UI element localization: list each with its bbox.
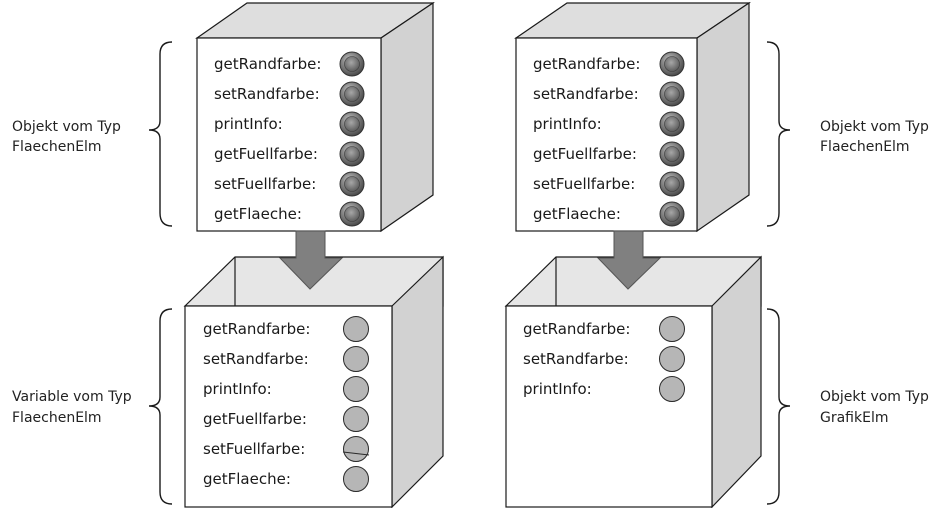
method-slot-icon <box>659 316 685 342</box>
method-label: setRandfarbe: <box>203 350 309 368</box>
top-right-box: getRandfarbe: setRandfarbe: printInfo: getF… <box>514 1 751 233</box>
brace-top-left <box>148 41 173 227</box>
top-left-box: getRandfarbe: setRandfarbe: printInfo: getF… <box>195 1 435 233</box>
top-left-method-row: setRandfarbe: <box>214 81 365 107</box>
top-right-method-row: getFlaeche: <box>533 201 685 227</box>
top-left-method-row: getRandfarbe: <box>214 51 365 77</box>
label-top-left-line2: FlaechenElm <box>12 139 102 155</box>
method-label: getFlaeche: <box>214 205 302 223</box>
bottom-left-method-row: setFuellfarbe: <box>203 436 369 462</box>
method-label: printInfo: <box>533 115 602 133</box>
top-left-method-row: setFuellfarbe: <box>214 171 365 197</box>
method-slot-icon <box>343 316 369 342</box>
bottom-left-method-row: getFlaeche: <box>203 466 369 492</box>
method-label: setFuellfarbe: <box>203 440 305 458</box>
method-button-center <box>664 146 680 162</box>
method-slot-icon <box>343 376 369 402</box>
label-bottom-right-line2: GrafikElm <box>820 410 888 426</box>
top-right-side-face <box>696 1 750 233</box>
method-button-center <box>664 176 680 192</box>
method-slot-icon <box>343 406 369 432</box>
method-label: getFlaeche: <box>533 205 621 223</box>
method-slot-icon <box>343 466 369 492</box>
top-left-method-row: printInfo: <box>214 111 365 137</box>
method-label: getRandfarbe: <box>203 320 310 338</box>
method-label: printInfo: <box>214 115 283 133</box>
method-slot-icon <box>343 436 369 462</box>
method-label: getFuellfarbe: <box>214 145 318 163</box>
bottom-right-box: getRandfarbe: setRandfarbe: printInfo: <box>504 255 762 508</box>
top-left-method-row: getFlaeche: <box>214 201 365 227</box>
method-label: getFlaeche: <box>203 470 291 488</box>
top-right-method-row: getFuellfarbe: <box>533 141 685 167</box>
label-bottom-left-line2: FlaechenElm <box>12 410 102 426</box>
method-label: getRandfarbe: <box>533 55 640 73</box>
method-label: setRandfarbe: <box>533 85 639 103</box>
method-slot-icon <box>343 346 369 372</box>
brace-bottom-right <box>766 308 791 505</box>
method-label: getRandfarbe: <box>523 320 630 338</box>
method-button-center <box>664 206 680 222</box>
left-assignment-arrow <box>278 230 344 290</box>
method-button-center <box>344 86 360 102</box>
top-right-method-row: printInfo: <box>533 111 685 137</box>
method-button-center <box>344 146 360 162</box>
bottom-left-box: getRandfarbe: setRandfarbe: printInfo: getF… <box>183 255 444 508</box>
method-label: setRandfarbe: <box>214 85 320 103</box>
label-top-right-line1: Objekt vom Typ <box>820 119 929 135</box>
top-left-method-row: getFuellfarbe: <box>214 141 365 167</box>
bottom-right-method-row: printInfo: <box>523 376 685 402</box>
bottom-right-method-row: setRandfarbe: <box>523 346 685 372</box>
top-right-method-row: getRandfarbe: <box>533 51 685 77</box>
method-label: printInfo: <box>203 380 272 398</box>
top-right-method-row: setRandfarbe: <box>533 81 685 107</box>
method-label: getFuellfarbe: <box>533 145 637 163</box>
method-label: getFuellfarbe: <box>203 410 307 428</box>
method-button-center <box>344 206 360 222</box>
label-top-left-line1: Objekt vom Typ <box>12 119 121 135</box>
method-label: setFuellfarbe: <box>214 175 316 193</box>
brace-bottom-left <box>148 308 173 505</box>
method-button-center <box>344 56 360 72</box>
bottom-left-method-row: printInfo: <box>203 376 369 402</box>
top-right-method-row: setFuellfarbe: <box>533 171 685 197</box>
method-label: getRandfarbe: <box>214 55 321 73</box>
slot-divider-line <box>342 451 370 456</box>
bottom-right-method-row: getRandfarbe: <box>523 316 685 342</box>
method-slot-icon <box>659 346 685 372</box>
label-top-right-line2: FlaechenElm <box>820 139 910 155</box>
brace-top-right <box>766 41 791 227</box>
method-button-center <box>664 116 680 132</box>
method-button-center <box>664 56 680 72</box>
method-slot-icon <box>659 376 685 402</box>
method-button-center <box>344 176 360 192</box>
right-assignment-arrow <box>596 230 662 290</box>
method-button-center <box>664 86 680 102</box>
method-button-center <box>344 116 360 132</box>
label-bottom-left-line1: Variable vom Typ <box>12 389 132 405</box>
method-label: setRandfarbe: <box>523 350 629 368</box>
top-left-side-face <box>380 1 434 233</box>
method-label: setFuellfarbe: <box>533 175 635 193</box>
bottom-left-method-row: getRandfarbe: <box>203 316 369 342</box>
bottom-left-method-row: getFuellfarbe: <box>203 406 369 432</box>
method-label: printInfo: <box>523 380 592 398</box>
bottom-left-method-row: setRandfarbe: <box>203 346 369 372</box>
label-bottom-right-line1: Objekt vom Typ <box>820 389 929 405</box>
